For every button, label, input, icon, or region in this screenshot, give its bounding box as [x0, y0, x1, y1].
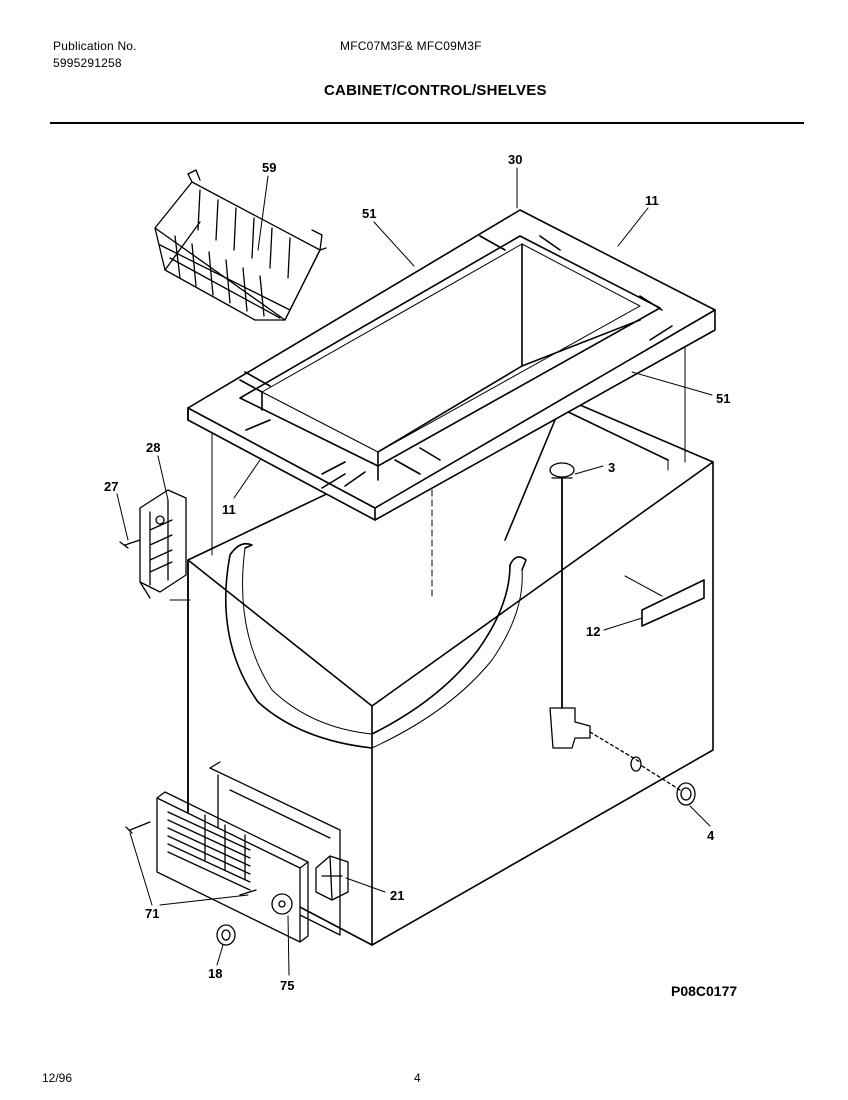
callout-3: 3 [608, 460, 615, 475]
callout-labels: 59 30 51 11 51 28 27 11 3 12 4 21 71 18 … [104, 152, 730, 993]
callout-21: 21 [390, 888, 404, 903]
callout-11-left: 11 [222, 502, 236, 517]
wire-basket [154, 169, 327, 321]
label-plate [624, 575, 705, 627]
figure-code: P08C0177 [671, 983, 738, 999]
callout-71: 71 [145, 906, 159, 921]
leader-lines [116, 167, 713, 976]
hinge-assembly [119, 489, 187, 599]
drain-assembly [549, 462, 696, 806]
callout-27: 27 [104, 479, 118, 494]
publication-label: Publication No. [53, 39, 137, 53]
callout-51-right: 51 [716, 391, 730, 406]
callout-28: 28 [146, 440, 160, 455]
section-title: CABINET/CONTROL/SHELVES [324, 82, 547, 99]
publication-number: 5995291258 [53, 56, 122, 70]
callout-75: 75 [280, 978, 294, 993]
callout-51-top: 51 [362, 206, 376, 221]
callout-4: 4 [707, 828, 715, 843]
header-rule [50, 122, 804, 124]
breaker-strip-frame [187, 209, 716, 521]
callout-30: 30 [508, 152, 522, 167]
callout-11-top: 11 [645, 193, 659, 208]
page-number: 4 [414, 1071, 421, 1085]
callout-18: 18 [208, 966, 222, 981]
model-numbers: MFC07M3F& MFC09M3F [340, 39, 482, 53]
footer-date: 12/96 [42, 1071, 73, 1085]
control-grille-assembly [125, 761, 349, 946]
callout-59: 59 [262, 160, 276, 175]
callout-12: 12 [586, 624, 600, 639]
